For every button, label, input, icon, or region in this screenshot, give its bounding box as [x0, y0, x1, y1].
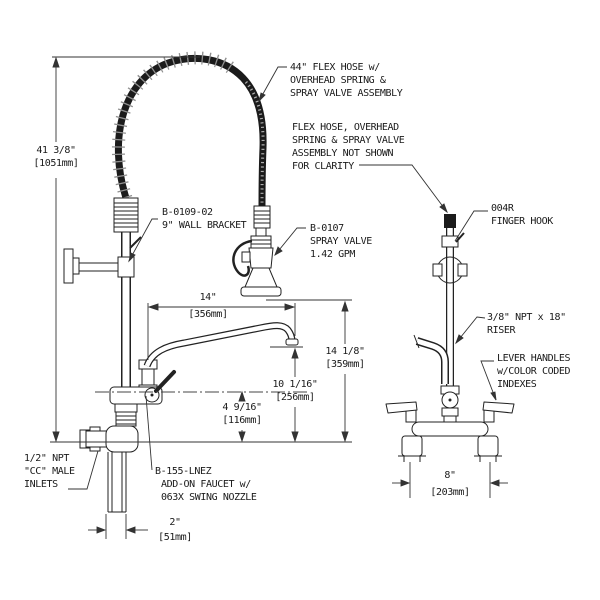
label-finger-hook: 004R FINGER HOOK [491, 202, 553, 228]
dim-faucet-centers-in: 8" [444, 470, 456, 481]
label-inlets-line1: 1/2" NPT [24, 453, 69, 464]
label-addon-faucet-line2: ADD-ON FAUCET w/ [161, 479, 251, 490]
hose-spring-guard [113, 197, 139, 233]
right-faucet [385, 334, 515, 462]
label-addon-faucet-line1: B-155-LNEZ [155, 466, 212, 477]
label-lever-handles: LEVER HANDLES w/COLOR CODED INDEXES [497, 352, 570, 391]
dim-faucet-centerline-in: 4 9/16" [222, 402, 262, 413]
label-wall-bracket: B-0109-02 9" WALL BRACKET [162, 206, 247, 232]
lever-handle-right [482, 401, 515, 423]
dim-spray-face-height-mm: [359mm] [325, 359, 365, 370]
label-riser-line1: 3/8" NPT x 18" [487, 312, 566, 323]
label-not-shown-line4: FOR CLARITY [292, 161, 354, 172]
label-lever-handles-line1: LEVER HANDLES [497, 353, 571, 364]
lever-handle-left [385, 401, 418, 423]
dim-nozzle-length-mm: [356mm] [188, 309, 228, 320]
finger-hook-fitting [432, 232, 468, 284]
label-flex-hose-line1: 44" FLEX HOSE w/ [290, 62, 380, 73]
label-not-shown-line2: SPRING & SPRAY VALVE [292, 135, 405, 146]
label-finger-hook-line1: 004R [491, 203, 514, 214]
dimension-lines [50, 56, 508, 539]
label-spray-valve: B-0107 SPRAY VALVE 1.42 GPM [310, 222, 372, 261]
dim-inlet-offset-in: 2" [169, 517, 181, 528]
label-wall-bracket-line1: B-0109-02 [162, 207, 213, 218]
label-flex-hose-line2: OVERHEAD SPRING & [290, 75, 386, 86]
label-addon-faucet: B-155-LNEZ ADD-ON FAUCET w/ 063X SWING N… [155, 465, 257, 504]
label-addon-faucet-line3: 063X SWING NOZZLE [161, 492, 257, 503]
dim-overall-height-in: 41 3/8" [36, 145, 76, 156]
dim-overall-height-mm: [1051mm] [33, 158, 79, 169]
leader-lines [68, 66, 497, 490]
label-finger-hook-line2: FINGER HOOK [491, 216, 553, 227]
flex-hose [111, 51, 267, 211]
dim-nozzle-length-in: 14" [199, 292, 217, 303]
right-riser [444, 214, 456, 388]
label-lever-handles-line3: INDEXES [497, 379, 537, 390]
label-inlets-line3: INLETS [24, 479, 58, 490]
dim-nozzle-height-in: 10 1/16" [272, 379, 318, 390]
label-spray-valve-line1: B-0107 [310, 223, 344, 234]
label-not-shown-line1: FLEX HOSE, OVERHEAD [292, 122, 399, 133]
dim-faucet-centerline-mm: [116mm] [222, 415, 262, 426]
label-lever-handles-line2: w/COLOR CODED [497, 366, 571, 377]
label-riser-line2: RISER [487, 325, 516, 336]
label-inlets-line2: "CC" MALE [24, 466, 75, 477]
label-flex-hose-line3: SPRAY VALVE ASSEMBLY [290, 88, 403, 99]
dim-inlet-offset-mm: [51mm] [158, 532, 192, 543]
label-not-shown: FLEX HOSE, OVERHEAD SPRING & SPRAY VALVE… [292, 121, 405, 173]
add-on-faucet [109, 322, 299, 427]
inlet-fittings [79, 425, 139, 513]
dim-nozzle-height-mm: [256mm] [275, 392, 315, 403]
label-spray-valve-line3: 1.42 GPM [310, 249, 355, 260]
wall-bracket [63, 236, 142, 284]
label-inlets: 1/2" NPT "CC" MALE INLETS [24, 452, 75, 491]
label-spray-valve-line2: SPRAY VALVE [310, 236, 372, 247]
dim-faucet-centers-mm: [203mm] [430, 487, 470, 498]
label-wall-bracket-line2: 9" WALL BRACKET [162, 220, 247, 231]
label-riser: 3/8" NPT x 18" RISER [487, 311, 566, 337]
label-not-shown-line3: ASSEMBLY NOT SHOWN [292, 148, 394, 159]
label-flex-hose: 44" FLEX HOSE w/ OVERHEAD SPRING & SPRAY… [290, 61, 403, 100]
spray-valve [232, 205, 282, 297]
dim-spray-face-height-in: 14 1/8" [325, 346, 365, 357]
